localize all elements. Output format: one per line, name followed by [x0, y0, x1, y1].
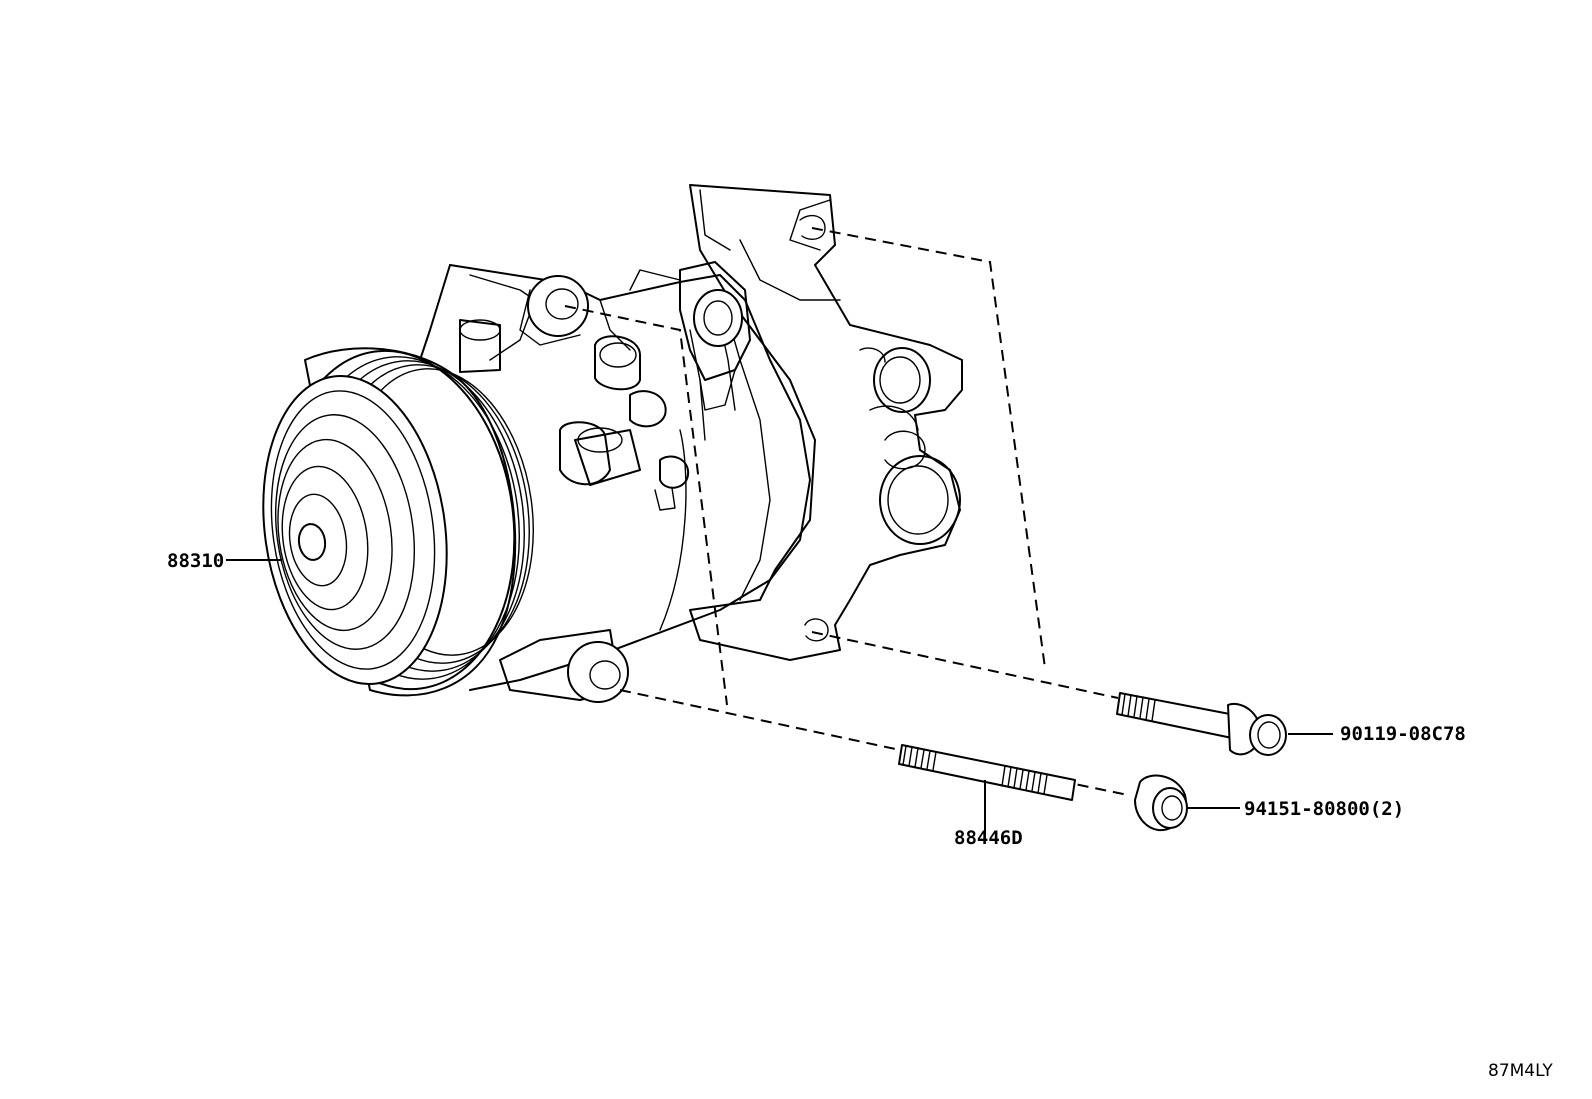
pulley — [262, 347, 534, 697]
nut-part-number[interactable]: 94151-80800(2) — [1244, 798, 1404, 820]
stud[interactable] — [898, 744, 1076, 835]
nut[interactable] — [1134, 774, 1240, 832]
bolt-part-number[interactable]: 90119-08C78 — [1340, 723, 1466, 745]
illustration-code: 87M4LY — [1488, 1061, 1553, 1081]
assembly-lines — [564, 227, 1129, 796]
stud-part-number[interactable]: 88446D — [954, 827, 1023, 849]
compressor-part-number[interactable]: 88310 — [167, 550, 224, 572]
bolt[interactable] — [1116, 692, 1333, 756]
compressor-assembly[interactable] — [244, 184, 963, 704]
